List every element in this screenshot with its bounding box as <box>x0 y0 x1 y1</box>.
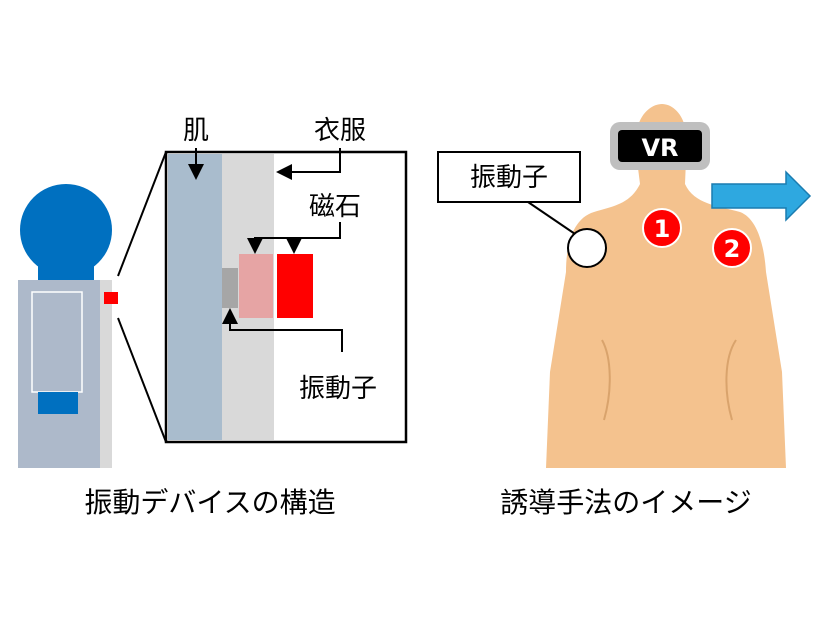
stimulation-marker-1: 1 <box>642 208 682 248</box>
marker-2-label: 2 <box>724 235 741 263</box>
marker-1-circle <box>642 208 682 248</box>
vr-headset: VR <box>610 122 710 170</box>
torso-contour-right <box>725 339 737 421</box>
magnet-outer <box>277 254 313 318</box>
vibrator-callout-box <box>437 151 581 203</box>
label-vibrator-right: 振動子 <box>470 163 548 193</box>
magnet-inner <box>239 254 273 318</box>
vibrator-callout-leader <box>527 201 579 237</box>
marker-2-circle <box>712 228 752 268</box>
arrow-clothing <box>276 148 341 180</box>
vibrator-callout: 振動子 <box>437 151 607 268</box>
vr-headset-screen <box>618 130 702 162</box>
person-silhouette <box>18 184 118 468</box>
torso-silhouette <box>546 104 786 468</box>
arrow-vibrator <box>222 308 343 352</box>
person-arm <box>31 291 83 393</box>
direction-arrow <box>711 170 812 222</box>
torso-contour-left <box>601 339 611 421</box>
marker-1-label: 1 <box>654 215 671 243</box>
person-side-layer <box>100 280 112 468</box>
vr-label: VR <box>641 134 678 162</box>
leader-arrows-left <box>188 148 343 352</box>
label-clothing: 衣服 <box>314 116 366 146</box>
vibrator-element <box>222 268 238 308</box>
label-skin: 肌 <box>183 116 209 146</box>
person-hand <box>38 392 78 414</box>
stimulation-marker-2: 2 <box>712 228 752 268</box>
label-vibrator-left: 振動子 <box>299 374 377 404</box>
caption-left: 振動デバイスの構造 <box>84 486 335 519</box>
device-cross-section <box>164 150 408 444</box>
zoom-line-top <box>117 151 167 277</box>
person-head <box>20 184 112 276</box>
skin-layer <box>168 154 222 440</box>
label-magnet: 磁石 <box>309 192 361 222</box>
device-marker <box>104 292 118 304</box>
zoom-line-bottom <box>117 317 167 443</box>
caption-right: 誘導手法のイメージ <box>500 486 751 519</box>
vibrator-position-marker <box>567 228 607 268</box>
